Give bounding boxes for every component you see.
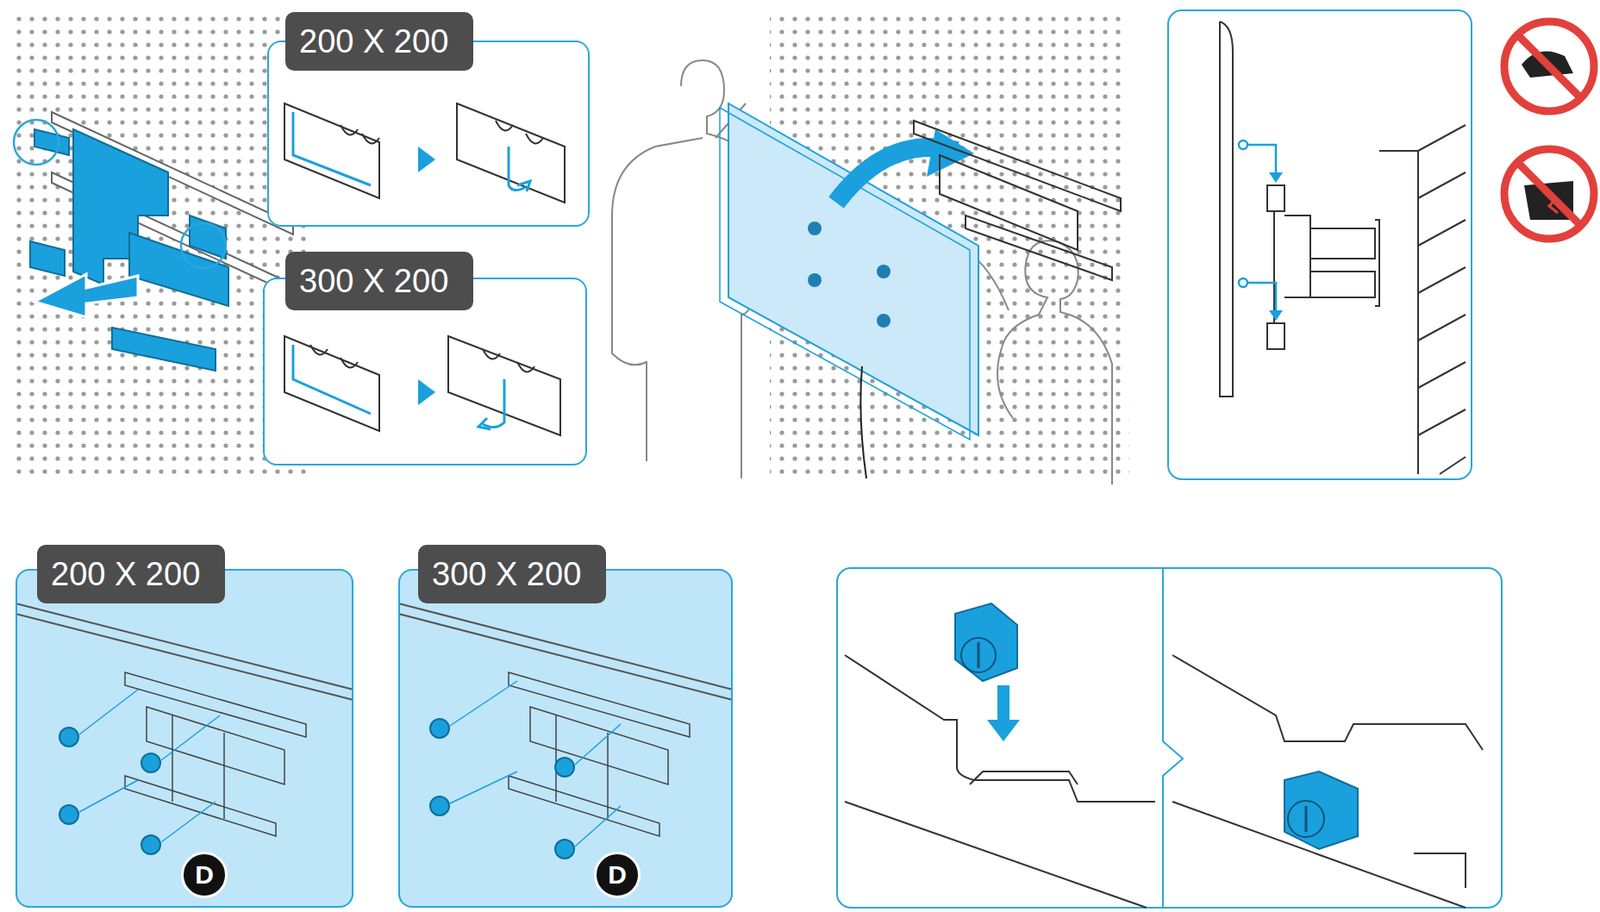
detail-panel xyxy=(837,568,1502,908)
nut xyxy=(59,718,575,859)
tv-screen xyxy=(728,103,979,436)
wall-bracket xyxy=(13,112,294,371)
side-view-panel xyxy=(1168,10,1472,480)
size-panel: 200 X 200D xyxy=(15,568,354,908)
size-tab: 300 X 200 xyxy=(418,544,607,604)
size-tab: 300 X 200 xyxy=(285,251,474,311)
size-tab: 200 X 200 xyxy=(37,544,225,604)
bracket-outline xyxy=(125,672,690,837)
size-panel: 200 X 200 xyxy=(267,40,590,227)
callout-letter: D xyxy=(181,851,228,899)
hook-detail xyxy=(284,336,561,436)
size-tab: 200 X 200 xyxy=(285,12,474,71)
size-panel: 300 X 200D xyxy=(398,568,733,908)
size-panel: 300 X 200 xyxy=(262,277,588,466)
callout-text: D xyxy=(194,860,214,890)
side-view xyxy=(1219,21,1466,475)
hook-detail xyxy=(284,103,565,203)
shelf-hooks xyxy=(844,655,1483,908)
wall-bracket xyxy=(913,120,1121,281)
callout-text: D xyxy=(607,860,627,890)
people-mounting-tv xyxy=(612,60,1113,485)
callout-letter: D xyxy=(593,851,641,899)
nut xyxy=(955,603,1358,850)
prohibition-icon xyxy=(1504,21,1594,239)
